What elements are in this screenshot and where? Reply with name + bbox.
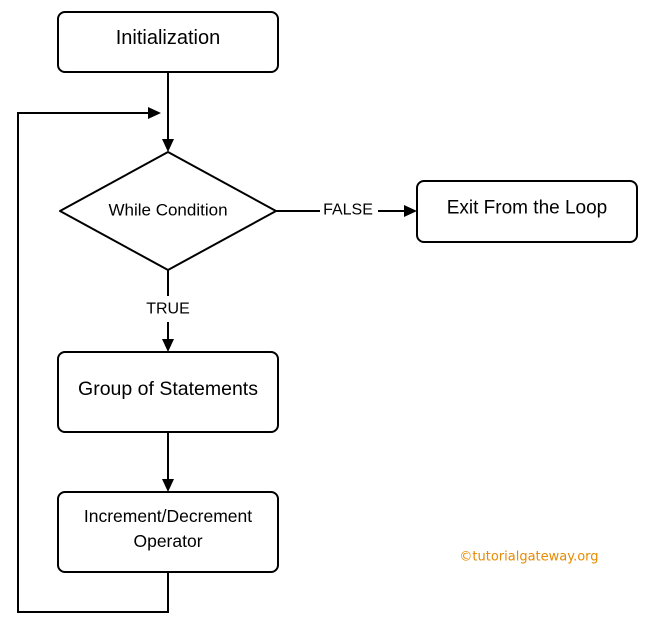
edge-loop-back xyxy=(17,107,169,613)
edge-true-to-statements xyxy=(162,270,174,352)
node-statements-label: Group of Statements xyxy=(78,378,258,400)
watermark-text: ©tutorialgateway.org xyxy=(459,550,598,565)
edge-label-false: FALSE xyxy=(323,202,373,219)
edge-statements-to-increment xyxy=(162,432,174,492)
node-condition-label: While Condition xyxy=(108,201,227,220)
edge-init-to-condition xyxy=(162,72,174,152)
node-initialization-label: Initialization xyxy=(116,27,221,49)
node-statements: Group of Statements xyxy=(57,351,279,433)
node-increment-label-line2: Operator xyxy=(133,531,202,551)
edge-label-true: TRUE xyxy=(146,301,190,318)
node-increment: Increment/Decrement Operator xyxy=(57,491,279,573)
node-condition: While Condition xyxy=(59,151,277,271)
edge-false-to-exit xyxy=(276,205,417,217)
node-exit: Exit From the Loop xyxy=(416,180,638,243)
node-exit-label: Exit From the Loop xyxy=(447,198,608,219)
node-increment-label-line1: Increment/Decrement xyxy=(84,506,252,526)
node-initialization: Initialization xyxy=(57,11,279,73)
